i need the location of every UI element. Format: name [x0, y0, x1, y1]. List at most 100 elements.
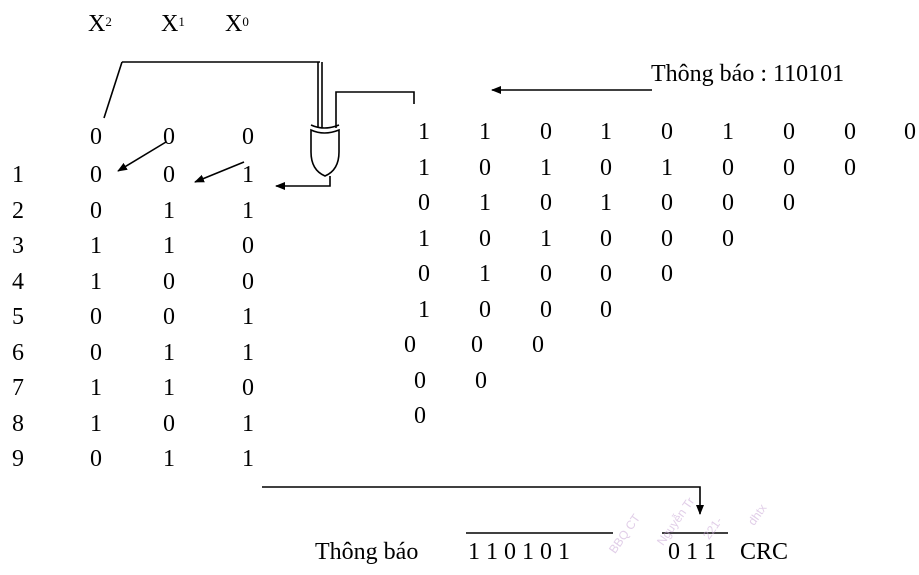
message-label: Thông báo : 110101	[651, 61, 845, 87]
register-cell: 1	[90, 411, 102, 437]
stream-bit: 1	[418, 297, 430, 323]
register-cell: 0	[242, 375, 254, 401]
register-cell: 1	[90, 233, 102, 259]
stream-bit: 0	[414, 403, 426, 429]
stream-bit: 1	[479, 119, 491, 145]
register-cell: 1	[242, 411, 254, 437]
crc-bits: 0 1 1	[668, 539, 716, 565]
stream-bit: 0	[600, 261, 612, 287]
message-bits: 1 1 0 1 0 1	[468, 539, 570, 565]
stream-bit: 1	[722, 119, 734, 145]
crc-label: CRC	[740, 539, 789, 565]
stream-bit: 0	[722, 155, 734, 181]
stream-bit: 0	[722, 226, 734, 252]
stream-bit: 0	[600, 226, 612, 252]
register-initial-cell: 0	[163, 124, 175, 150]
register-cell: 1	[90, 375, 102, 401]
row-number: 5	[12, 304, 24, 330]
row-number: 9	[12, 446, 24, 472]
register-cell: 1	[163, 198, 175, 224]
stream-bit: 0	[844, 155, 856, 181]
row-number: 1	[12, 162, 24, 188]
stream-bit: 0	[475, 368, 487, 394]
stream-bit: 1	[661, 155, 673, 181]
output-line	[262, 486, 704, 515]
register-cell: 1	[163, 375, 175, 401]
stream-bit: 1	[418, 119, 430, 145]
shift-arrow-x1-to-x2	[117, 141, 167, 172]
register-cell: 0	[163, 304, 175, 330]
row-number: 7	[12, 375, 24, 401]
register-initial-cell: 0	[242, 124, 254, 150]
register-cell: 0	[90, 340, 102, 366]
stream-bit: 0	[600, 297, 612, 323]
stream-bit: 0	[661, 261, 673, 287]
stream-bit: 1	[600, 190, 612, 216]
register-cell: 0	[90, 162, 102, 188]
stream-bit: 1	[479, 190, 491, 216]
stream-bit: 0	[600, 155, 612, 181]
row-number: 3	[12, 233, 24, 259]
stream-bit: 0	[540, 297, 552, 323]
register-cell: 0	[90, 446, 102, 472]
xor-gate	[310, 124, 340, 177]
stream-bit: 0	[661, 226, 673, 252]
register-cell: 0	[90, 198, 102, 224]
register-cell: 0	[163, 162, 175, 188]
stream-bit: 0	[540, 261, 552, 287]
stream-bit: 0	[479, 297, 491, 323]
stream-bit: 1	[418, 155, 430, 181]
stream-bit: 0	[783, 190, 795, 216]
header-x1: X1	[161, 11, 185, 37]
gate-output-line	[275, 176, 331, 190]
stream-bit: 0	[540, 119, 552, 145]
stream-bit: 0	[540, 190, 552, 216]
stream-bit: 0	[418, 190, 430, 216]
register-cell: 0	[242, 233, 254, 259]
stream-bit: 0	[532, 332, 544, 358]
stream-bit: 0	[722, 190, 734, 216]
stream-bit: 1	[600, 119, 612, 145]
register-cell: 1	[242, 198, 254, 224]
row-number: 6	[12, 340, 24, 366]
register-cell: 0	[242, 269, 254, 295]
stream-bit: 0	[418, 261, 430, 287]
register-cell: 1	[163, 340, 175, 366]
header-x2: X2	[88, 11, 112, 37]
register-initial-cell: 0	[90, 124, 102, 150]
stream-bit: 0	[479, 226, 491, 252]
stream-bit: 0	[844, 119, 856, 145]
shift-arrow-x0-to-x1	[194, 161, 245, 183]
register-cell: 1	[242, 162, 254, 188]
stream-bit: 0	[661, 190, 673, 216]
stream-bit: 0	[471, 332, 483, 358]
row-number: 8	[12, 411, 24, 437]
stream-bit: 1	[479, 261, 491, 287]
stream-bit: 0	[479, 155, 491, 181]
row-number: 2	[12, 198, 24, 224]
register-cell: 0	[90, 304, 102, 330]
register-cell: 1	[242, 340, 254, 366]
register-cell: 0	[163, 411, 175, 437]
header-x0: X0	[225, 11, 249, 37]
stream-bit: 0	[783, 119, 795, 145]
stream-bit: 0	[414, 368, 426, 394]
register-cell: 1	[242, 304, 254, 330]
stream-bit: 0	[783, 155, 795, 181]
stream-bit: 1	[540, 155, 552, 181]
stream-bit: 0	[404, 332, 416, 358]
stream-bit: 0	[904, 119, 916, 145]
tap-line-x2	[103, 61, 123, 119]
stream-bit: 1	[418, 226, 430, 252]
stream-bit: 0	[661, 119, 673, 145]
register-cell: 0	[163, 269, 175, 295]
register-cell: 1	[163, 233, 175, 259]
input-feed-line	[335, 91, 415, 128]
stream-bit: 1	[540, 226, 552, 252]
register-cell: 1	[90, 269, 102, 295]
register-cell: 1	[242, 446, 254, 472]
result-label: Thông báo	[315, 539, 419, 565]
row-number: 4	[12, 269, 24, 295]
register-cell: 1	[163, 446, 175, 472]
